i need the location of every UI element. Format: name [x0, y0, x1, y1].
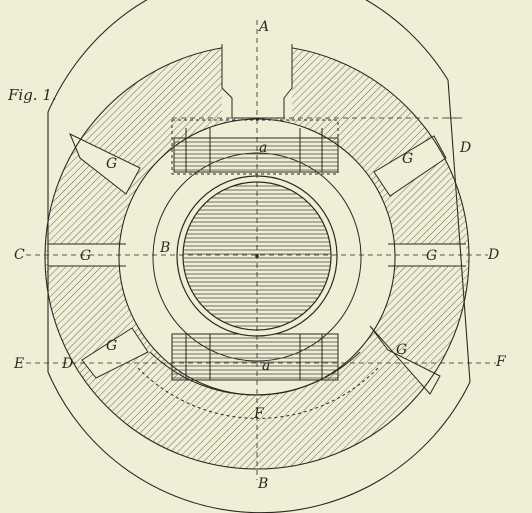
label-f-right: F: [495, 354, 507, 370]
label-g-lower-left: G: [106, 338, 117, 354]
label-c: C: [14, 247, 25, 263]
axis-lines: [26, 20, 496, 480]
label-b-center: B: [159, 240, 170, 256]
label-f-bottom: F: [253, 406, 265, 422]
label-d-upper-right: D: [459, 140, 471, 156]
label-g-lower-right: G: [396, 342, 407, 358]
label-a-top-block: a: [259, 140, 267, 156]
g-slots: [48, 132, 466, 395]
block-a-bottom: [171, 333, 339, 381]
top-slot: [221, 44, 293, 119]
label-a-top-axis: A: [257, 19, 269, 35]
label-g-mid-right: G: [426, 248, 437, 264]
label-g-upper-left: G: [106, 156, 117, 172]
label-b-bottom: B: [257, 476, 268, 492]
figure-title: Fig. 1.: [7, 86, 57, 104]
label-d-right: D: [487, 247, 499, 263]
label-d-left: D: [61, 356, 73, 372]
block-a-top: [171, 119, 339, 175]
label-a-bottom-block: a: [262, 358, 270, 374]
label-g-upper-right: G: [402, 151, 413, 167]
label-e: E: [13, 356, 24, 372]
label-g-mid-left: G: [80, 248, 91, 264]
